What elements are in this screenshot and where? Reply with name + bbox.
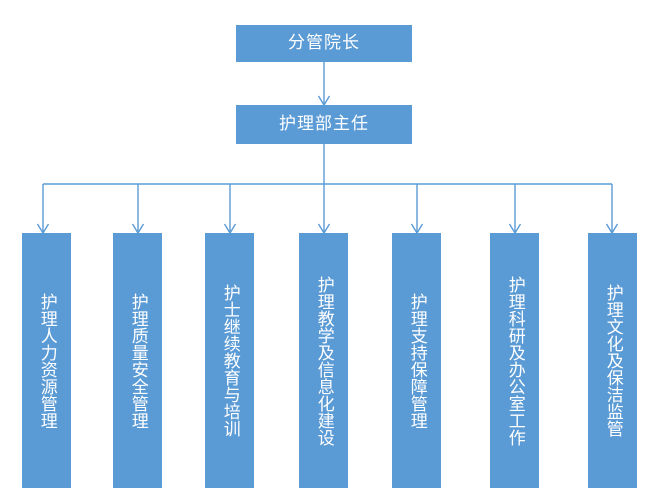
node-deputy-director-label: 分管院长 — [288, 33, 360, 53]
arrowhead-function-1 — [36, 223, 50, 235]
node-function-7[interactable]: 护理文化及保洁监管 — [588, 233, 637, 488]
arrowhead-function-5 — [410, 223, 424, 235]
node-function-2-label: 护理质量安全管理 — [128, 292, 148, 429]
node-function-7-label: 护理文化及保洁监管 — [603, 284, 623, 437]
arrowhead-function-4 — [317, 223, 331, 235]
node-function-6[interactable]: 护理科研及办公室工作 — [490, 233, 539, 488]
arrowhead-function-6 — [508, 223, 522, 235]
node-function-3-label: 护士继续教育与培训 — [220, 284, 240, 437]
node-function-1-label: 护理人力资源管理 — [37, 292, 57, 429]
arrowhead-function-3 — [223, 223, 237, 235]
node-function-4-label: 护理教学及信息化建设 — [314, 275, 334, 446]
node-function-5-label: 护理支持保障管理 — [407, 292, 427, 429]
node-nursing-department-head-label: 护理部主任 — [279, 114, 369, 134]
arrowhead-function-2 — [131, 223, 145, 235]
node-function-4[interactable]: 护理教学及信息化建设 — [299, 233, 348, 488]
arrowhead-function-7 — [605, 223, 619, 235]
node-nursing-department-head[interactable]: 护理部主任 — [236, 105, 412, 144]
arrowhead-deputy-to-head — [317, 95, 331, 107]
node-function-1[interactable]: 护理人力资源管理 — [22, 233, 71, 488]
node-function-6-label: 护理科研及办公室工作 — [505, 275, 525, 446]
node-function-3[interactable]: 护士继续教育与培训 — [205, 233, 254, 488]
node-function-2[interactable]: 护理质量安全管理 — [113, 233, 162, 488]
node-deputy-director[interactable]: 分管院长 — [236, 25, 412, 62]
node-function-5[interactable]: 护理支持保障管理 — [392, 233, 441, 488]
